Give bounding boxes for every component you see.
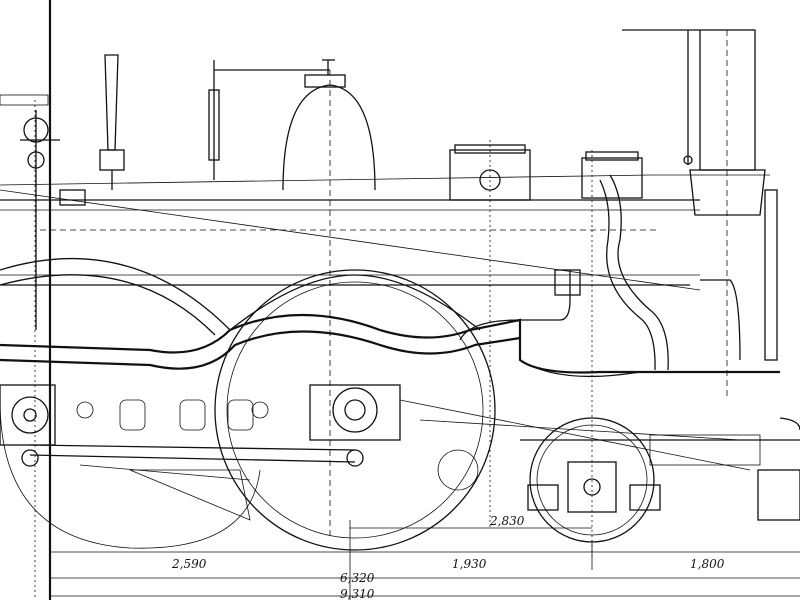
driving-wheel-front-arc: [0, 399, 261, 549]
frame-windows: [76, 399, 269, 431]
cylinder-block: [0, 384, 401, 446]
dimension-label-6320: 6,320: [340, 571, 375, 585]
steam-pipes: [459, 174, 741, 378]
steam-dome: [282, 59, 376, 540]
dimension-label-2590: 2,590: [171, 557, 207, 571]
dimension-label-1930: 1,930: [452, 557, 487, 571]
whistle-rod-right: [622, 29, 700, 165]
dimension-label-9310: 9,310: [340, 587, 375, 600]
dimension-label-1800: 1,800: [690, 557, 725, 571]
cab-fittings: [0, 94, 86, 330]
side-rod: [21, 444, 364, 467]
safety-valve: [99, 54, 125, 190]
smokestack: [689, 29, 766, 400]
frame-running-board: [0, 313, 780, 374]
dimension-lines: [50, 520, 800, 600]
brake-rigging: [79, 399, 751, 521]
reference-lines: [34, 100, 593, 600]
whistle-column: [208, 60, 330, 180]
front-dome: [581, 151, 643, 199]
boiler: [0, 174, 778, 361]
bogie-wheel-2: [757, 417, 800, 521]
dimension-label-2830: 2,830: [489, 514, 525, 528]
driving-wheel-left: [0, 257, 231, 336]
driving-wheel-center: [214, 269, 496, 551]
